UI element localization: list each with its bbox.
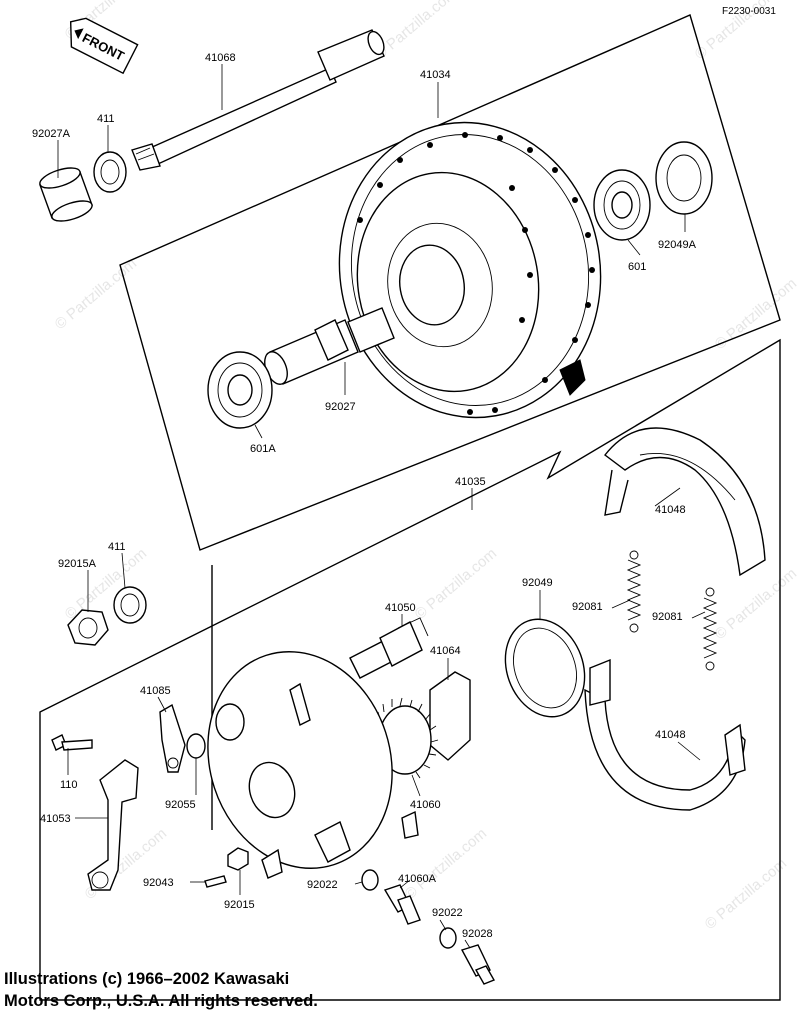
part-label-92049: 92049 xyxy=(522,577,553,589)
part-label-92027A: 92027A xyxy=(32,128,71,140)
part-label-41060: 41060 xyxy=(410,799,441,811)
nut-92015A xyxy=(67,609,109,646)
plate-41064 xyxy=(429,671,471,761)
part-label-411: 411 xyxy=(97,113,115,125)
watermark: © Partzilla.com xyxy=(52,255,140,333)
part-label-41048: 41048 xyxy=(655,729,686,741)
part-label-41068: 41068 xyxy=(205,52,236,64)
wheel-hub-41034 xyxy=(338,121,602,419)
bearing-601 xyxy=(593,169,651,241)
oring-92055 xyxy=(186,733,206,759)
part-label-601: 601 xyxy=(628,261,646,273)
indicator-41085 xyxy=(159,703,186,773)
part-label-41035: 41035 xyxy=(455,476,486,488)
part-label-41064: 41064 xyxy=(430,645,461,657)
pin-92043 xyxy=(204,875,227,888)
spring-92081-left xyxy=(626,550,642,633)
part-label-92081: 92081 xyxy=(652,611,683,623)
part-label-92055: 92055 xyxy=(165,799,196,811)
part-label-41050: 41050 xyxy=(385,602,416,614)
part-label-92022: 92022 xyxy=(432,907,463,919)
part-labels: 41068 41034 411 92027A 601 92049A 92027 … xyxy=(32,52,697,940)
part-label-411: 411 xyxy=(108,541,126,553)
watermark: © Partzilla.com xyxy=(402,825,490,903)
nut-92015 xyxy=(227,847,249,871)
part-label-110: 110 xyxy=(60,779,78,791)
seal-411 xyxy=(93,151,127,193)
washer-92022-right xyxy=(439,927,457,949)
seal-92049A xyxy=(655,141,713,215)
part-label-92022: 92022 xyxy=(307,879,338,891)
watermark: © Partzilla.com xyxy=(702,855,790,933)
part-label-41034: 41034 xyxy=(420,69,451,81)
brake-cam-41050 xyxy=(349,617,429,679)
brake-shoe-41048-bottom xyxy=(584,658,746,811)
fitting-92028 xyxy=(460,944,496,985)
part-label-41053: 41053 xyxy=(40,813,71,825)
brake-lever-41053 xyxy=(87,759,139,891)
diagram-code: F2230-0031 xyxy=(722,6,776,17)
brake-shoe-41048-top xyxy=(604,427,766,577)
front-arrow-tag: FRONT xyxy=(69,17,139,75)
part-label-41060A: 41060A xyxy=(398,873,437,885)
part-label-92028: 92028 xyxy=(462,928,493,940)
part-label-92081: 92081 xyxy=(572,601,603,613)
part-label-92043: 92043 xyxy=(143,877,174,889)
hub-group-outline xyxy=(119,14,781,551)
brake-group-outline xyxy=(39,338,781,1001)
washer-92022-left xyxy=(361,869,379,891)
seal-92049 xyxy=(504,618,586,718)
washer-411 xyxy=(113,586,147,624)
part-label-41085: 41085 xyxy=(140,685,171,697)
copyright-notice: Illustrations (c) 1966–2002 Kawasaki Mot… xyxy=(4,968,318,1012)
copyright-line-2: Motors Corp., U.S.A. All rights reserved… xyxy=(4,992,318,1010)
part-label-92049A: 92049A xyxy=(658,239,697,251)
watermark: © Partzilla.com xyxy=(372,0,460,63)
brake-panel xyxy=(207,651,419,879)
part-label-92015A: 92015A xyxy=(58,558,97,570)
part-label-92015: 92015 xyxy=(224,899,255,911)
spacer-92027A xyxy=(39,167,93,222)
bolt-110 xyxy=(51,734,93,751)
hub-bolt-holes xyxy=(357,132,595,415)
part-label-41048: 41048 xyxy=(655,504,686,516)
watermark: © Partzilla.com xyxy=(712,565,800,643)
watermark: © Partzilla.com xyxy=(82,825,170,903)
axle-41068 xyxy=(131,29,385,171)
part-label-601A: 601A xyxy=(250,443,276,455)
leader-lines xyxy=(57,64,706,949)
watermark: © Partzilla.com xyxy=(412,545,500,623)
part-label-92027: 92027 xyxy=(325,401,356,413)
copyright-line-1: Illustrations (c) 1966–2002 Kawasaki xyxy=(4,970,290,988)
sleeve-92027 xyxy=(264,307,395,385)
bearing-601A xyxy=(207,351,273,429)
part-41060A xyxy=(383,884,421,925)
spring-92081-right xyxy=(702,587,718,671)
